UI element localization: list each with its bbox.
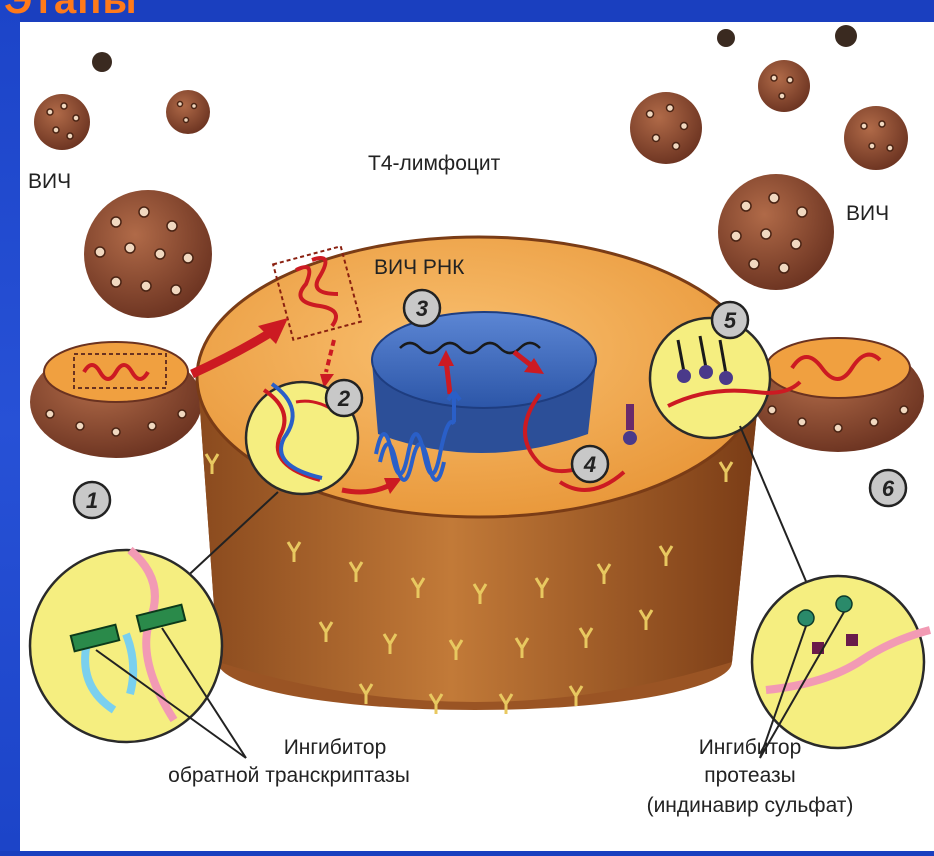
step-badge-1: 1 — [74, 482, 110, 518]
label-protease-inhibitor-line2: протеазы — [620, 764, 880, 788]
svg-text:3: 3 — [416, 296, 428, 321]
step-badge-6: 6 — [870, 470, 906, 506]
diagram-canvas: 1 2 3 4 5 6 ВИЧ ВИЧ Т4-лимфоцит ВИЧ РНК … — [20, 22, 934, 851]
virion-left-2 — [166, 90, 210, 134]
label-protease-inhibitor-line3: (индинавир сульфат) — [580, 794, 920, 818]
label-t4-lymphocyte: Т4-лимфоцит — [368, 152, 500, 176]
label-hiv-right: ВИЧ — [846, 202, 889, 226]
virion-right-2 — [758, 60, 810, 112]
svg-text:1: 1 — [86, 488, 98, 513]
svg-text:4: 4 — [583, 452, 596, 477]
fusing-virion — [30, 342, 202, 458]
nucleus — [372, 312, 596, 453]
virion-left-3 — [84, 190, 212, 318]
label-rt-inhibitor-line2: обратной транскриптазы — [124, 764, 454, 788]
svg-text:6: 6 — [882, 476, 895, 501]
slide-title: Этапы — [4, 0, 138, 23]
label-hiv-rna: ВИЧ РНК — [374, 256, 464, 280]
step-badge-5: 5 — [712, 302, 748, 338]
label-protease-inhibitor-line1: Ингибитор — [620, 736, 880, 760]
step-badge-3: 3 — [404, 290, 440, 326]
slide-left-bar — [0, 0, 20, 851]
slide-top-bar — [0, 0, 934, 22]
virion-right-small-1 — [717, 29, 735, 47]
label-rt-inhibitor-line1: Ингибитор — [240, 736, 430, 760]
virion-right-1 — [630, 92, 702, 164]
virion-small-1 — [92, 52, 112, 72]
virion-right-4 — [718, 174, 834, 290]
svg-text:2: 2 — [337, 386, 351, 411]
step-badge-2: 2 — [326, 380, 362, 416]
virion-left-1 — [34, 94, 90, 150]
step-badge-4: 4 — [572, 446, 608, 482]
svg-text:5: 5 — [724, 308, 737, 333]
label-hiv-left: ВИЧ — [28, 170, 71, 194]
virion-right-small-2 — [835, 25, 857, 47]
virion-right-3 — [844, 106, 908, 170]
budding-virion — [752, 338, 924, 452]
hiv-lifecycle-diagram: 1 2 3 4 5 6 — [20, 22, 934, 851]
